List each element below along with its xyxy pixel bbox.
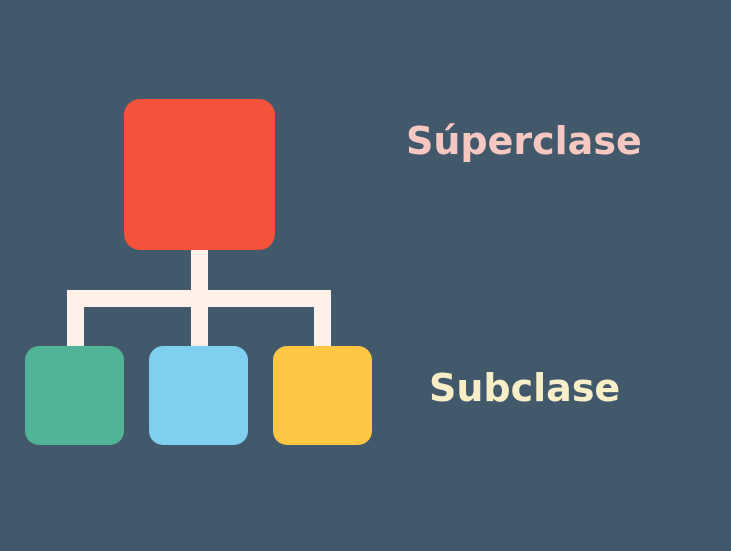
subclass-box-green: [25, 346, 124, 445]
connector-drop-middle: [191, 290, 208, 346]
connector-drop-left: [67, 290, 84, 346]
connector-trunk: [191, 250, 208, 292]
superclass-label: Súperclase: [406, 119, 642, 163]
connector-drop-right: [314, 290, 331, 346]
superclass-box: [124, 99, 275, 250]
subclass-label: Subclase: [429, 366, 621, 410]
subclass-box-yellow: [273, 346, 372, 445]
subclass-box-blue: [149, 346, 248, 445]
